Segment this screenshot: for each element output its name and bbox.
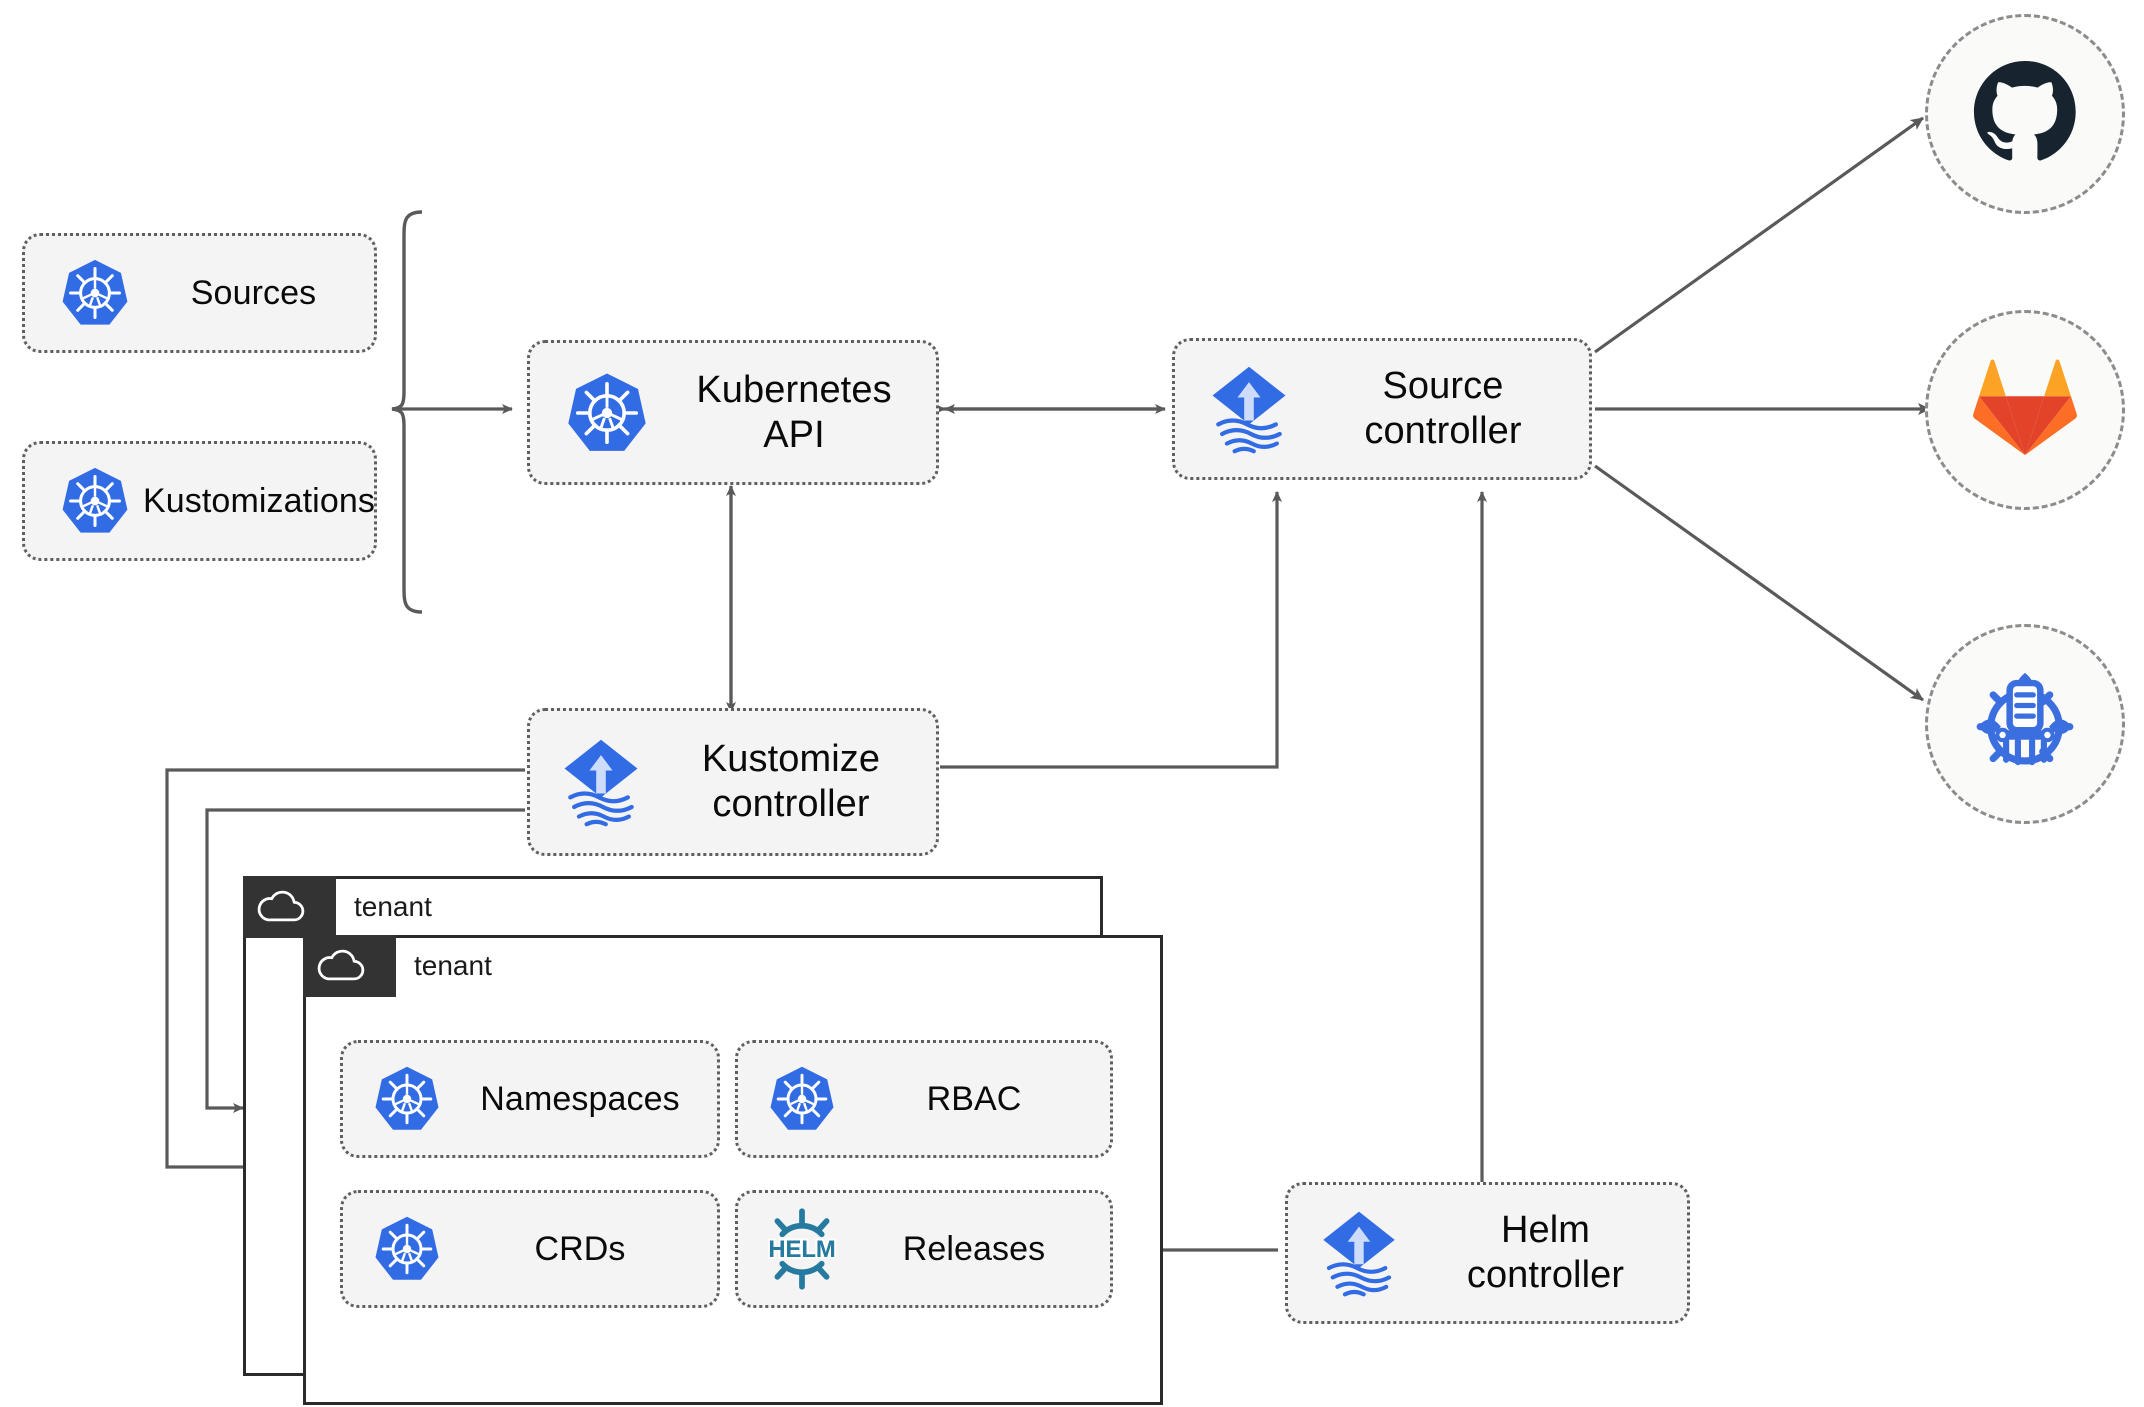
node-kubernetes-api[interactable]: Kubernetes API [527,340,939,485]
cloud-icon [253,885,309,930]
node-releases[interactable]: HELM HELM Releases [735,1190,1113,1308]
node-namespaces[interactable]: Namespaces [340,1040,720,1158]
node-label: Sources [190,273,317,312]
provider-helm-repository[interactable] [1925,624,2125,824]
node-sources[interactable]: Sources [22,233,377,353]
flux-icon [546,734,656,830]
node-kustomize-controller[interactable]: Kustomize controller [527,708,939,856]
kubernetes-icon [552,370,662,456]
node-source-controller[interactable]: Source controller [1172,338,1592,480]
node-label: Source controller [1364,365,1522,452]
svg-text:HELM: HELM [768,1236,835,1263]
node-label: Helm controller [1466,1209,1625,1296]
node-label: Releases [902,1229,1046,1268]
node-label: Kustomizations [143,481,375,520]
kubernetes-icon [756,1064,848,1134]
kubernetes-icon [361,1214,453,1284]
cloud-icon [313,944,369,989]
helm-icon: HELM HELM [756,1208,848,1290]
node-kustomizations[interactable]: Kustomizations [22,441,377,561]
flux-icon [1191,361,1307,457]
tenant-box-front[interactable]: tenant [303,935,1163,1405]
svg-text:HELM: HELM [768,1236,835,1263]
tenant-tab [243,876,336,938]
node-rbac[interactable]: RBAC [735,1040,1113,1158]
tenant-label: tenant [354,891,432,922]
helm-repository-icon [1966,663,2084,786]
node-label: RBAC [926,1079,1022,1118]
node-label: Kubernetes API [696,368,892,456]
tenant-tab [303,935,396,997]
provider-github[interactable] [1925,14,2125,214]
node-label: CRDs [534,1229,626,1268]
tenant-label: tenant [414,950,492,981]
node-helm-controller[interactable]: Helm controller [1285,1182,1690,1324]
kubernetes-icon [47,257,143,329]
flux-icon [1304,1206,1414,1300]
github-icon [1967,54,2083,175]
provider-gitlab[interactable] [1925,310,2125,510]
kubernetes-icon [47,465,143,537]
node-label: Namespaces [480,1079,680,1118]
kubernetes-icon [361,1064,453,1134]
node-crds[interactable]: CRDs [340,1190,720,1308]
node-label: Kustomize controller [701,738,881,825]
gitlab-icon [1971,356,2079,465]
